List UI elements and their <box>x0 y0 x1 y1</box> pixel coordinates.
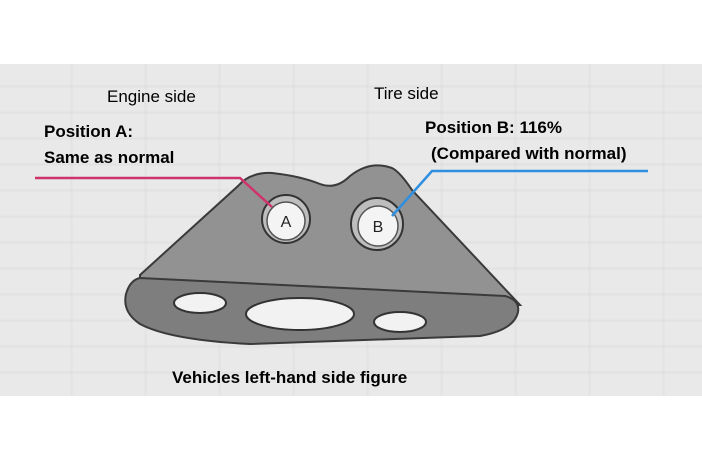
flange-hole-right <box>373 311 427 333</box>
bracket-body <box>139 164 523 306</box>
position-b-title: Position B: 116% <box>425 118 562 137</box>
figure-caption: Vehicles left-hand side figure <box>172 368 408 387</box>
flange-hole-center <box>245 297 355 331</box>
tire-side-label: Tire side <box>374 84 439 103</box>
position-a-label: Position A: Same as normal <box>44 119 174 171</box>
marker-b-label: B <box>373 219 384 236</box>
mount-hole-a-inner <box>266 201 306 241</box>
position-b-leader-line <box>391 169 648 217</box>
position-a-note: Same as normal <box>44 148 175 167</box>
position-a-leader-line <box>35 176 273 208</box>
position-b-note: (Compared with normal) <box>431 144 627 163</box>
engine-side-label: Engine side <box>107 87 196 106</box>
marker-a-label: A <box>281 214 292 231</box>
flange-hole-left <box>173 292 227 314</box>
mount-hole-b-inner <box>357 205 399 247</box>
position-a-title: Position A: <box>44 122 134 141</box>
position-b-label: Position B: 116% (Compared with normal) <box>425 115 627 167</box>
